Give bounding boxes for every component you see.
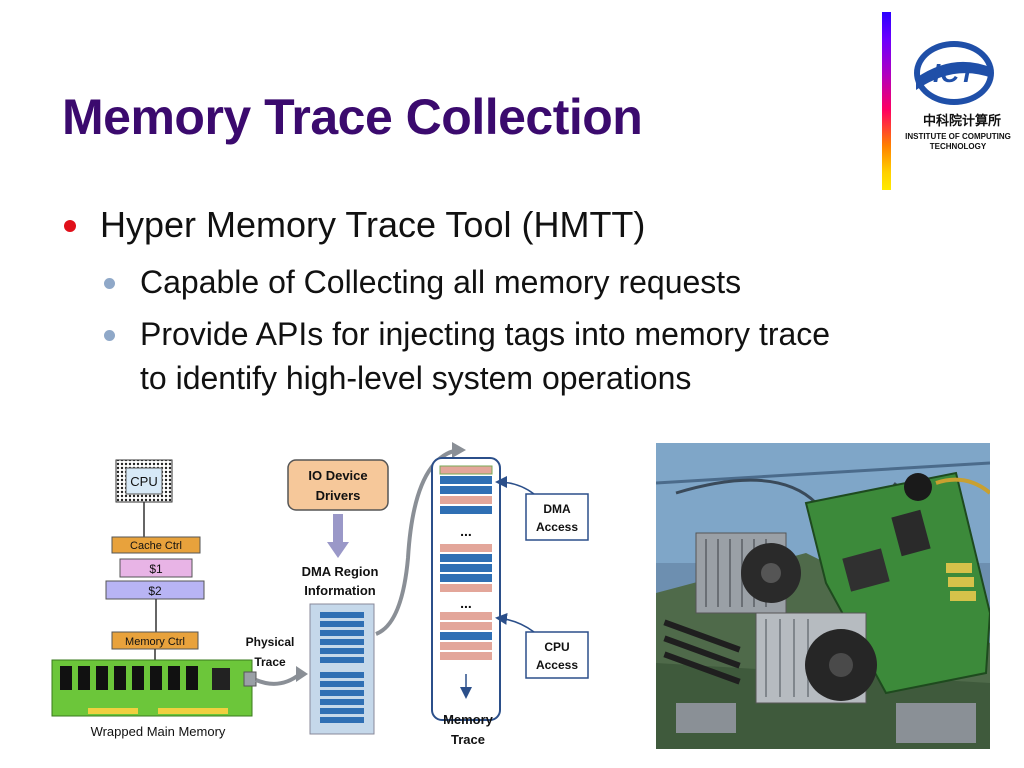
memory-ctrl-label: Memory Ctrl — [125, 636, 185, 648]
cpu-box — [125, 467, 163, 495]
l2-cache-box — [105, 580, 205, 600]
dma-access-box — [525, 493, 589, 541]
slide-title: Memory Trace Collection — [62, 89, 643, 145]
trace-ellipsis-2: ... — [460, 595, 472, 611]
bullet-apis: Provide APIs for injecting tags into mem… — [140, 312, 830, 400]
trace-group-bottom — [440, 612, 492, 660]
bullet-apis-line2: to identify high-level system operations — [140, 360, 692, 396]
trace-group-middle — [440, 544, 492, 592]
cpu-access-label-1: CPU — [544, 640, 569, 654]
l1-cache-label: $1 — [149, 562, 163, 576]
io-drivers-arrow — [327, 542, 349, 558]
logo-letters: ICT — [933, 58, 977, 88]
memory-chips — [60, 666, 230, 690]
cache-ctrl-label: Cache Ctrl — [130, 540, 182, 552]
dma-access-label-1: DMA — [543, 502, 571, 516]
cache-ctrl-box — [111, 536, 201, 554]
dma-access-label-2: Access — [536, 520, 578, 534]
ict-logo-icon: ICT — [914, 41, 994, 105]
logo-color-bar — [882, 12, 891, 190]
physical-trace-label-1: Physical — [246, 635, 295, 649]
dma-region-rows — [320, 612, 364, 723]
logo-english-name: INSTITUTE OF COMPUTING TECHNOLOGY — [898, 132, 1018, 152]
l2-cache-label: $2 — [148, 584, 162, 598]
trace-ellipsis-1: ... — [460, 523, 472, 539]
dma-access-arrow — [495, 476, 535, 495]
io-drivers-label-1: IO Device — [308, 468, 367, 483]
dma-region-label-1: DMA Region — [302, 564, 379, 579]
io-drivers-label-2: Drivers — [316, 488, 361, 503]
memory-trace-label-2: Trace — [451, 732, 485, 747]
logo-english-line1: INSTITUTE OF COMPUTING — [905, 132, 1011, 141]
bullet-apis-line1: Provide APIs for injecting tags into mem… — [140, 316, 831, 352]
l1-cache-box — [119, 558, 193, 578]
sub-bullet-dot — [104, 330, 115, 341]
main-memory-label: Wrapped Main Memory — [91, 724, 226, 739]
io-drivers-box — [287, 459, 389, 511]
hmtt-diagram: CPU Cache Ctrl $1 $2 Memory Ctrl Wrapped… — [51, 442, 589, 747]
cpu-access-box — [525, 631, 589, 679]
physical-trace-arrow — [255, 672, 302, 686]
bullet-dot — [64, 220, 76, 232]
trace-group-top — [439, 465, 493, 514]
dma-region-label-2: Information — [304, 583, 376, 598]
sub-bullet-dot — [104, 278, 115, 289]
memory-trace-label-1: Memory — [443, 712, 494, 727]
physical-trace-label-2: Trace — [254, 655, 286, 669]
bullet-collecting: Capable of Collecting all memory request… — [140, 264, 742, 300]
cpu-access-arrow — [495, 612, 535, 633]
logo-english-line2: TECHNOLOGY — [929, 142, 987, 151]
cpu-access-label-2: Access — [536, 658, 578, 672]
cpu-label: CPU — [130, 474, 157, 489]
bullet-hmtt: Hyper Memory Trace Tool (HMTT) — [100, 204, 646, 245]
hmtt-hardware-photo — [656, 443, 990, 749]
logo-chinese-name: 中科院计算所 — [922, 114, 1001, 129]
